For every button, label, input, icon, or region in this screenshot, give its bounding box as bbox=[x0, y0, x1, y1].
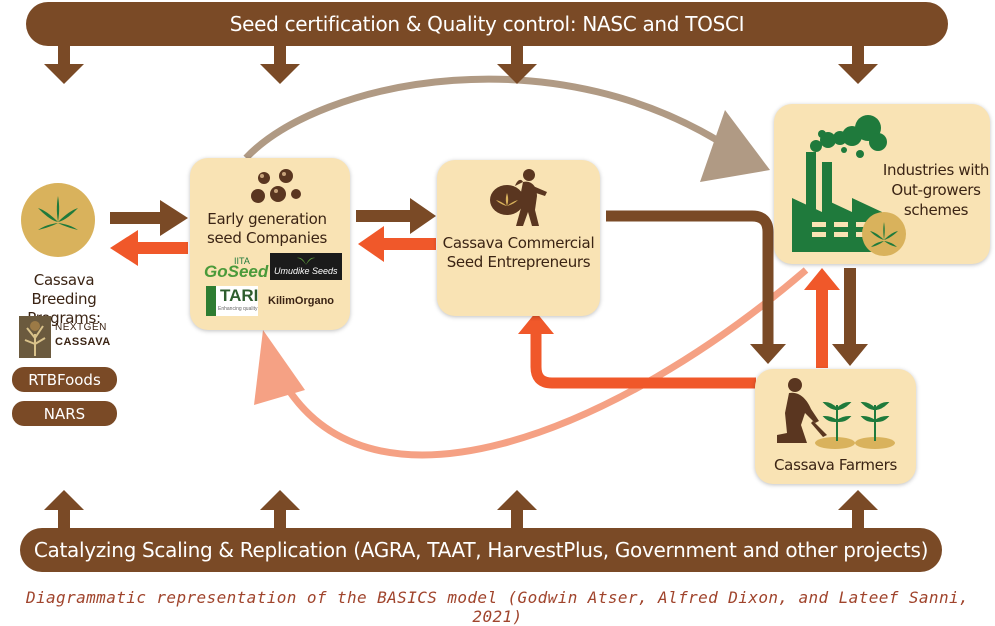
seeds-icon bbox=[251, 169, 301, 203]
top-bar-label: Seed certification & Quality control: NA… bbox=[229, 12, 745, 36]
diagram-canvas bbox=[44, 42, 878, 530]
farmer-planting-icon bbox=[777, 378, 895, 449]
umudike-logo-text: Umudike Seeds bbox=[274, 266, 338, 276]
tari-logo: TARI Enhancing quality bbox=[206, 286, 258, 316]
industries-to-egs-curve bbox=[254, 267, 809, 459]
egs-companies-box: Early generation seed Companies IITA GoS… bbox=[190, 158, 350, 330]
umudike-logo: Umudike Seeds bbox=[270, 253, 342, 280]
iita-logo-text: IITA bbox=[234, 256, 250, 266]
egs-to-entrepreneurs-arrow bbox=[356, 198, 436, 234]
top-bar: Seed certification & Quality control: NA… bbox=[26, 2, 948, 46]
top-down-arrows bbox=[44, 42, 878, 84]
tari-logo-subtext: Enhancing quality bbox=[218, 306, 258, 312]
up-arrow-4 bbox=[838, 490, 878, 530]
industries-label: Industries with Out-growers schemes bbox=[882, 161, 990, 219]
down-arrow-4 bbox=[838, 42, 878, 84]
tari-logo-text: TARI bbox=[220, 286, 259, 305]
egs-to-breeding-arrow bbox=[110, 230, 188, 266]
entrepreneurs-to-egs-arrow bbox=[358, 226, 436, 262]
breeding-to-egs-arrow bbox=[110, 200, 188, 236]
figure-caption: Diagrammatic representation of the BASIC… bbox=[25, 588, 970, 626]
farmers-to-industries-arrow bbox=[804, 268, 840, 368]
egs-to-industries-curve bbox=[243, 75, 770, 182]
bottom-bar-label: Catalyzing Scaling & Replication (AGRA, … bbox=[33, 538, 929, 562]
down-arrow-3 bbox=[497, 42, 537, 84]
down-arrow-2 bbox=[260, 42, 300, 84]
farmers-label: Cassava Farmers bbox=[774, 456, 897, 474]
industries-box: Industries with Out-growers schemes bbox=[774, 104, 990, 264]
nextgen-logo-line2: CASSAVA bbox=[55, 336, 111, 348]
kilimo-logo: KilimOrgano bbox=[268, 295, 335, 307]
farmers-box: Cassava Farmers bbox=[755, 369, 916, 484]
entrepreneurs-box: Cassava Commercial Seed Entrepreneurs bbox=[437, 160, 600, 316]
farmer-carrying-sack-icon bbox=[490, 169, 547, 226]
bottom-up-arrows bbox=[44, 490, 878, 530]
industries-to-farmers-arrow bbox=[832, 268, 868, 366]
down-arrow-1 bbox=[44, 42, 84, 84]
entrepreneurs-label: Cassava Commercial Seed Entrepreneurs bbox=[442, 234, 595, 271]
farmers-to-entrepreneurs-arrow bbox=[518, 312, 756, 389]
cassava-leaf-logo bbox=[21, 183, 95, 257]
nextgen-logo-line1: NEXTGEN bbox=[55, 322, 107, 333]
factory-icon bbox=[792, 115, 906, 256]
up-arrow-3 bbox=[497, 490, 537, 530]
entrepreneurs-to-farmers-arrow bbox=[606, 210, 786, 364]
up-arrow-1 bbox=[44, 490, 84, 530]
up-arrow-2 bbox=[260, 490, 300, 530]
leaf-icon bbox=[297, 257, 315, 265]
nextgen-cassava-logo bbox=[19, 316, 51, 358]
nars-pill: NARS bbox=[12, 401, 117, 426]
bottom-bar: Catalyzing Scaling & Replication (AGRA, … bbox=[20, 528, 942, 572]
egs-label: Early generation seed Companies bbox=[206, 210, 328, 247]
goseed-logo: GoSeed bbox=[204, 262, 269, 281]
rtbfoods-pill: RTBFoods bbox=[12, 367, 117, 392]
